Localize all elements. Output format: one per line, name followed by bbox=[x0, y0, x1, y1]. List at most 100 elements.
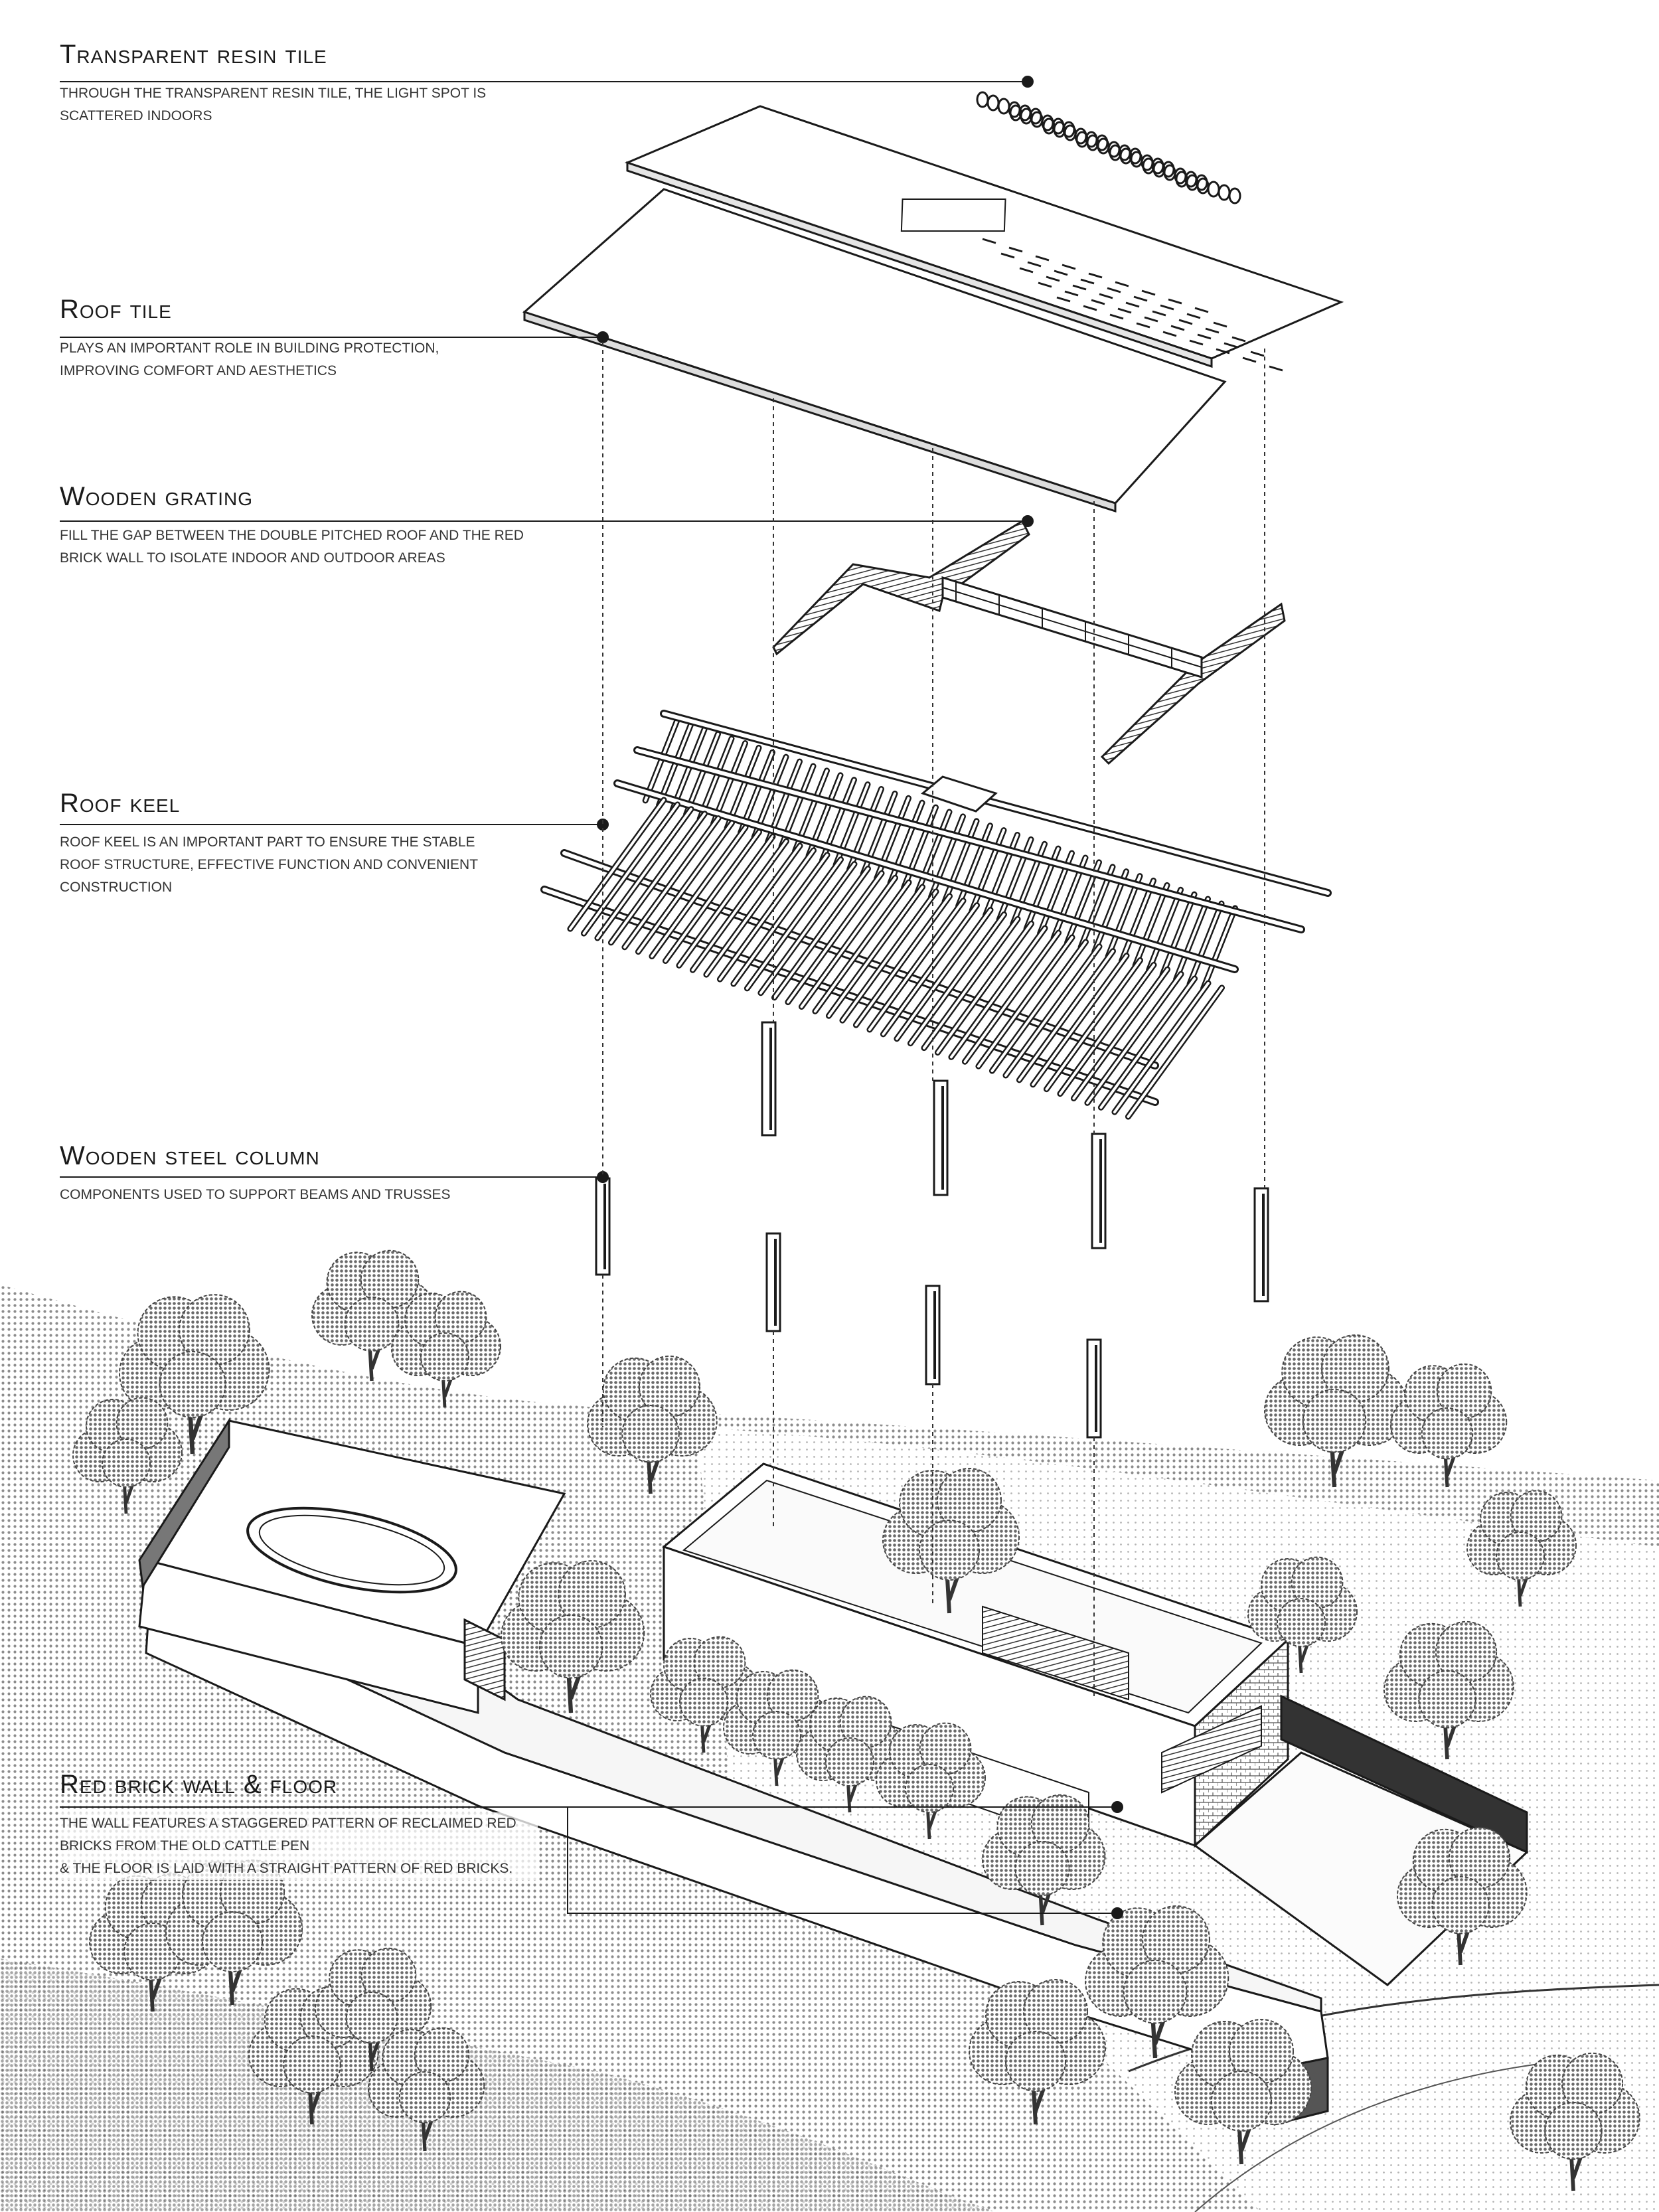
keel-rafter-highlight bbox=[684, 732, 720, 816]
keel-purlin-highlight bbox=[542, 888, 1157, 1104]
resin-slot bbox=[1152, 310, 1166, 317]
resin-slot bbox=[1072, 284, 1087, 291]
keel-rafter-highlight bbox=[568, 799, 665, 931]
oval-skylight-inner bbox=[258, 1514, 445, 1586]
column bbox=[1086, 1338, 1102, 1439]
tree-canopy bbox=[1544, 2102, 1603, 2160]
keel-rafter-highlight bbox=[1018, 949, 1115, 1081]
keel-rafter-highlight bbox=[909, 913, 1006, 1045]
tree bbox=[1397, 1826, 1528, 1966]
desc-line: THROUGH THE TRANSPARENT RESIN TILE, THE … bbox=[60, 86, 487, 101]
keel-rafter-highlight bbox=[1107, 874, 1141, 958]
resin-slot bbox=[982, 238, 996, 244]
west-wing-side bbox=[138, 1417, 230, 1590]
resin-slot bbox=[1231, 336, 1246, 343]
tree-canopy bbox=[202, 1911, 263, 1972]
resin-slot bbox=[1242, 356, 1257, 363]
label-description: COMPONENTS USED TO SUPPORT BEAMS AND TRU… bbox=[60, 1184, 538, 1206]
label-title: Roof keel bbox=[60, 789, 181, 818]
keel-rafter-highlight bbox=[827, 886, 924, 1018]
tree-canopy bbox=[1302, 1389, 1367, 1453]
tree-canopy bbox=[1321, 1334, 1389, 1403]
tree-canopy bbox=[1421, 1407, 1474, 1460]
keel-rafter-highlight bbox=[1072, 968, 1169, 1100]
resin-slot bbox=[1269, 365, 1283, 372]
alignment-dashes bbox=[602, 342, 1265, 1699]
tree bbox=[882, 1468, 1020, 1614]
resin-slot bbox=[1000, 252, 1015, 259]
skylight-opening bbox=[900, 198, 1006, 232]
tree-canopy bbox=[360, 1947, 417, 2004]
resin-slot bbox=[1117, 307, 1132, 314]
desc-line: IMPROVING COMFORT AND AESTHETICS bbox=[60, 363, 337, 378]
tree-canopy bbox=[1211, 2071, 1272, 2132]
tree bbox=[876, 1722, 986, 1840]
window-strip bbox=[1161, 1705, 1262, 1794]
resin-slot bbox=[1162, 331, 1177, 337]
label-transparent-resin-tile: Transparent resin tile THROUGH THE TRANS… bbox=[60, 41, 538, 127]
resin-slot bbox=[1107, 287, 1121, 293]
keel-rafter-highlight bbox=[1127, 986, 1224, 1119]
tree bbox=[1390, 1363, 1508, 1488]
leader-lines bbox=[60, 76, 1123, 1919]
tree-canopy bbox=[621, 1405, 680, 1463]
label-title: Roof tile bbox=[60, 295, 172, 324]
resin-slot bbox=[1125, 301, 1140, 308]
keel-rafter-highlight bbox=[1161, 893, 1196, 977]
keel-rafter-highlight bbox=[746, 858, 842, 990]
tree bbox=[119, 1294, 270, 1455]
resin-link bbox=[987, 94, 1000, 112]
grating-right-gable bbox=[1100, 602, 1286, 765]
resin-slot bbox=[1046, 276, 1060, 282]
tree-canopy bbox=[752, 1711, 801, 1760]
keel-rafter-highlight bbox=[957, 824, 992, 908]
interior-shelves bbox=[982, 1605, 1129, 1701]
tree-canopy bbox=[398, 2071, 451, 2124]
resin-slot bbox=[1194, 307, 1209, 313]
desc-line: SCATTERED INDOORS bbox=[60, 108, 212, 123]
resin-link bbox=[976, 91, 989, 108]
tree-canopy bbox=[1418, 1670, 1476, 1729]
resin-slot bbox=[1088, 272, 1103, 279]
keel-rafter-highlight bbox=[582, 803, 679, 935]
desc-line: ROOF STRUCTURE, EFFECTIVE FUNCTION AND C… bbox=[60, 857, 479, 872]
tree-canopy bbox=[420, 1332, 469, 1382]
tree-canopy bbox=[1448, 1826, 1511, 1889]
keel-rafter-highlight bbox=[1174, 898, 1210, 981]
oval-skylight bbox=[246, 1506, 457, 1594]
desc-line: THE WALL FEATURES A STAGGERED PATTERN OF… bbox=[60, 1816, 516, 1831]
tree-canopy bbox=[159, 1351, 226, 1418]
resin-slot bbox=[1008, 246, 1023, 253]
column bbox=[1091, 1133, 1107, 1249]
resin-slot bbox=[1091, 299, 1105, 305]
roof-tile-layer bbox=[522, 188, 1227, 513]
resin-slot bbox=[1133, 295, 1148, 302]
tree bbox=[796, 1696, 906, 1813]
tree bbox=[1174, 2019, 1312, 2165]
resin-slot bbox=[1189, 339, 1204, 346]
keel-rafter-highlight bbox=[1113, 982, 1210, 1114]
tree bbox=[1510, 2052, 1640, 2191]
keel-rafter-highlight bbox=[854, 894, 951, 1027]
wooden-steel-columns bbox=[595, 1021, 1269, 1439]
label-roof-tile: Roof tile PLAYS AN IMPORTANT ROLE IN BUI… bbox=[60, 296, 538, 382]
tree-canopy bbox=[905, 1764, 954, 1813]
keel-rafter-highlight bbox=[990, 940, 1087, 1073]
keel-rafter-highlight bbox=[1099, 977, 1196, 1109]
keel-rafter-highlight bbox=[949, 927, 1046, 1059]
keel-rafter-highlight bbox=[704, 844, 801, 977]
keel-rafter-highlight bbox=[773, 867, 870, 999]
resin-slot bbox=[1064, 290, 1079, 297]
resin-slot bbox=[1080, 278, 1095, 285]
resin-slot bbox=[1141, 289, 1156, 296]
desc-line: & THE FLOOR IS LAID WITH A STRAIGHT PATT… bbox=[60, 1861, 513, 1876]
resin-link bbox=[1207, 181, 1220, 198]
tree-canopy bbox=[1142, 1905, 1210, 1974]
resin-slot bbox=[1144, 316, 1158, 323]
column bbox=[761, 1021, 777, 1137]
label-red-brick-wall-floor: Red brick wall & floor THE WALL FEATURES… bbox=[60, 1771, 538, 1880]
keel-rafter-highlight bbox=[1058, 963, 1155, 1095]
desc-line: ROOF KEEL IS AN IMPORTANT PART TO ENSURE… bbox=[60, 834, 475, 850]
keel-rafter-highlight bbox=[922, 917, 1019, 1050]
